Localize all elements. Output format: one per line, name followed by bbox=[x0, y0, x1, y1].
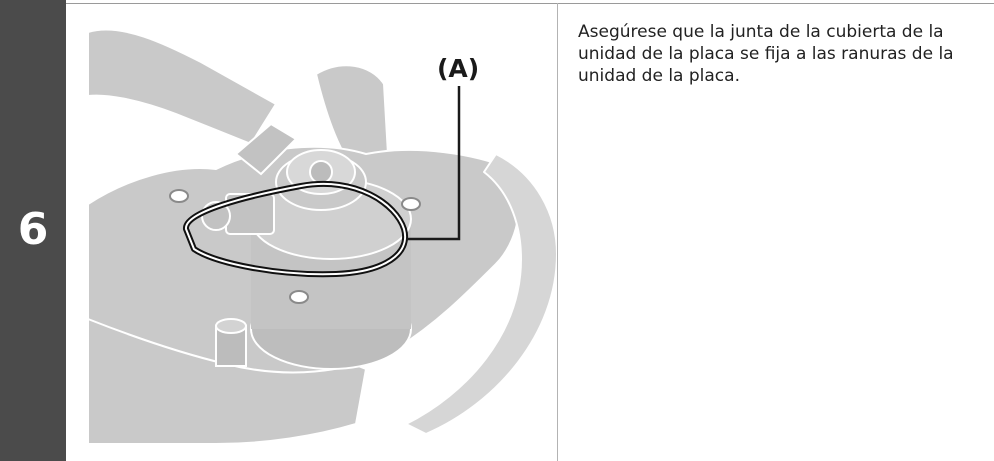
center-bolt bbox=[309, 160, 333, 184]
clamp-lever bbox=[234, 122, 298, 176]
screw-hole bbox=[169, 189, 189, 203]
callout-label: (A) bbox=[437, 54, 480, 83]
illustration bbox=[87, 28, 557, 445]
instruction-text: Asegúrese que la junta de la cubierta de… bbox=[578, 22, 954, 86]
leader-line bbox=[406, 86, 461, 241]
gasket-highlight bbox=[185, 182, 407, 276]
top-rule bbox=[66, 3, 994, 4]
upper-lever bbox=[87, 28, 277, 145]
rotor-rim bbox=[405, 153, 557, 435]
step-number: 6 bbox=[17, 204, 49, 255]
post-top bbox=[215, 318, 247, 334]
screw-hole bbox=[289, 290, 309, 304]
screw-hole bbox=[401, 197, 421, 211]
step-bar: 6 bbox=[0, 0, 66, 461]
column-divider bbox=[557, 3, 558, 461]
